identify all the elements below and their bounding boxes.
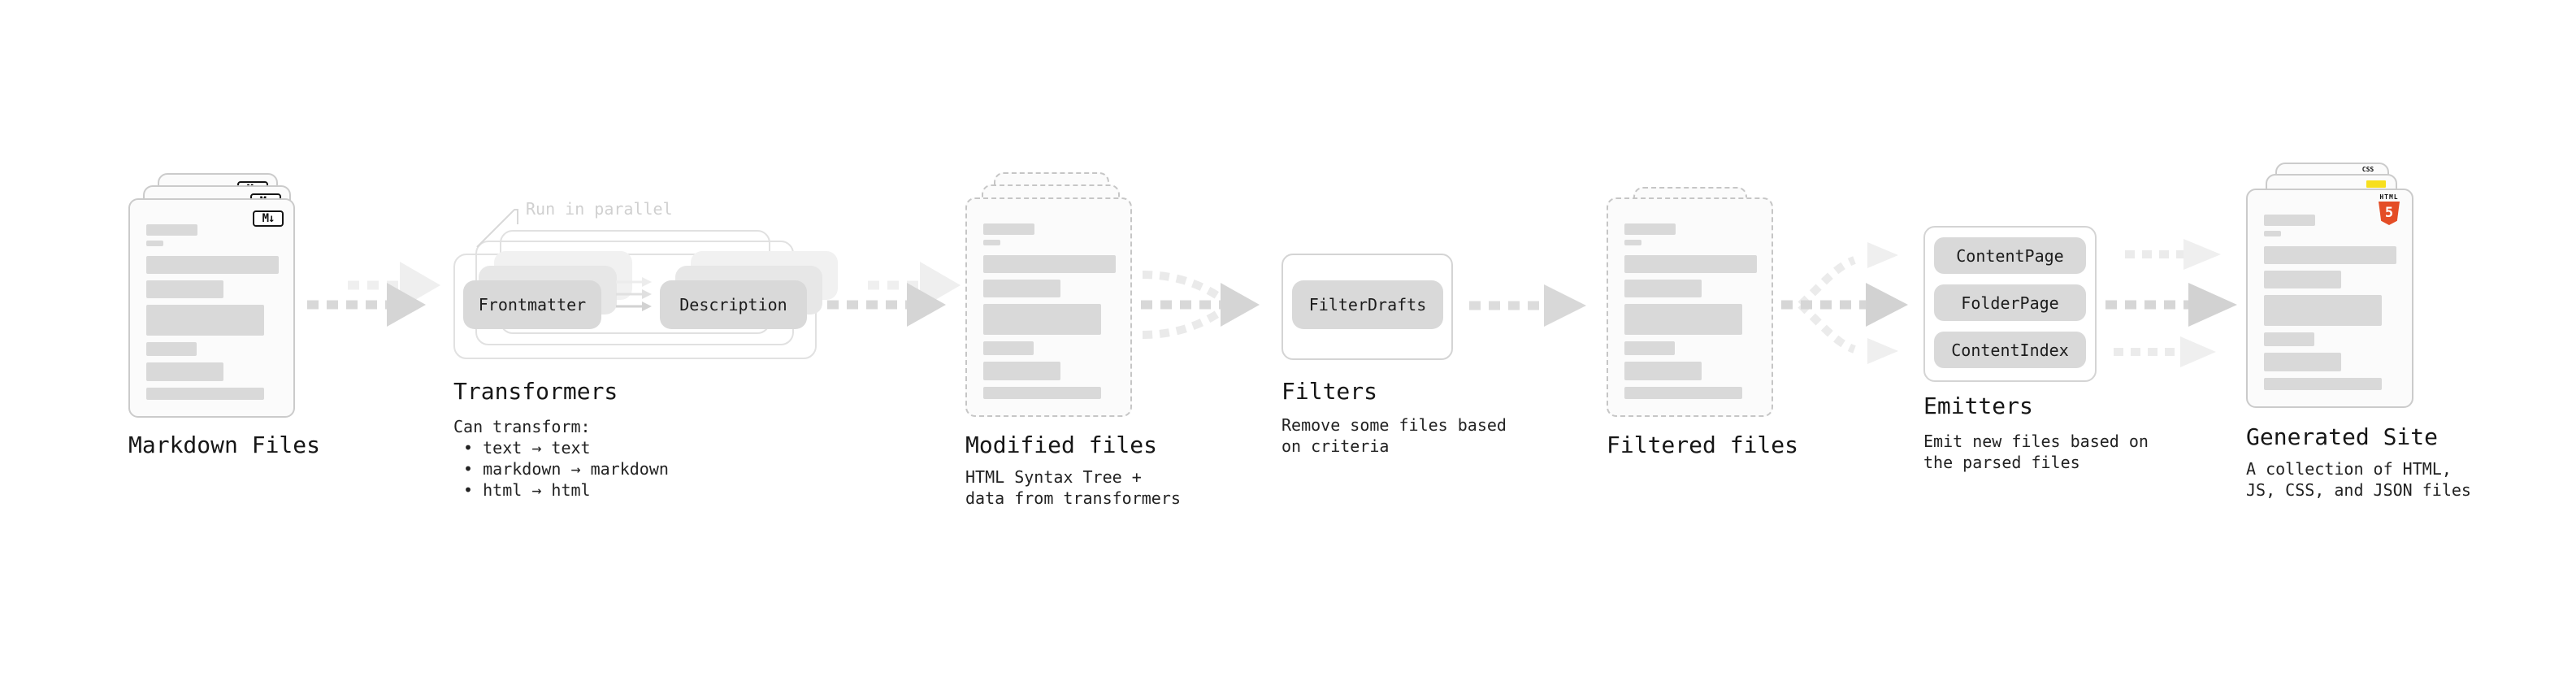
desc-line: • markdown → markdown (453, 459, 669, 479)
arrow-modified-to-filters (1141, 271, 1260, 339)
filtered-files-title: Filtered files (1607, 432, 1799, 458)
transformers-title: Transformers (453, 378, 618, 405)
placeholder-bar (983, 240, 1000, 245)
filtered-file-front (1607, 197, 1773, 417)
desc-line: data from transformers (965, 488, 1181, 508)
html5-icon: HTML 5 (2377, 193, 2401, 225)
arrow-transformers-to-modified (827, 262, 961, 327)
description-pill-label: Description (679, 295, 787, 314)
desc-line: HTML Syntax Tree + (965, 467, 1142, 487)
placeholder-bar (146, 280, 223, 298)
desc-line: • text → text (453, 438, 591, 458)
frontmatter-pill-label: Frontmatter (478, 295, 587, 314)
placeholder-bar (2264, 231, 2281, 236)
contentindex-pill-label: ContentIndex (1951, 340, 2069, 360)
document-content-placeholder (1624, 223, 1757, 399)
placeholder-bar (983, 280, 1060, 297)
document-content-placeholder (983, 223, 1116, 399)
markdown-icon-label: M↓ (262, 212, 275, 225)
generated-site-description: A collection of HTML,JS, CSS, and JSON f… (2246, 458, 2471, 501)
emitters-title: Emitters (1923, 393, 2033, 419)
html5-icon-number: 5 (2384, 205, 2394, 221)
css-icon-label: CSS (2361, 166, 2374, 173)
placeholder-bar (2264, 295, 2382, 326)
placeholder-bar (1624, 387, 1742, 399)
placeholder-bar (2264, 332, 2314, 346)
modified-file-front (965, 197, 1132, 417)
arrow-filtered-to-emitters (1781, 242, 1908, 364)
placeholder-bar (983, 304, 1101, 335)
contentpage-pill-label: ContentPage (1956, 245, 2064, 266)
placeholder-bar (1624, 362, 1702, 380)
folderpage-pill: FolderPage (1934, 284, 2086, 321)
annotation-leader-line (476, 209, 518, 248)
placeholder-bar (1624, 280, 1702, 297)
markdown-file-front: M↓ (128, 198, 295, 418)
placeholder-bar (2264, 271, 2341, 288)
placeholder-bar (983, 341, 1034, 355)
placeholder-bar (983, 223, 1034, 235)
desc-line: Remove some files based (1281, 415, 1507, 435)
document-content-placeholder (2264, 215, 2396, 390)
generated-file-front: HTML 5 (2246, 189, 2413, 408)
filterdrafts-pill-label: FilterDrafts (1308, 295, 1427, 314)
modified-files-title: Modified files (965, 432, 1158, 458)
placeholder-bar (2264, 215, 2315, 226)
emitters-description: Emit new files based on the parsed files (1923, 431, 2149, 473)
desc-line: • html → html (453, 480, 591, 500)
generated-site-title: Generated Site (2246, 423, 2439, 450)
placeholder-bar (146, 388, 264, 400)
markdown-files-title: Markdown Files (128, 432, 321, 458)
html5-icon-word: HTML (2379, 193, 2399, 201)
transformer-flow-arrows (616, 277, 652, 311)
placeholder-bar (1624, 240, 1641, 245)
run-in-parallel-annotation: Run in parallel (526, 199, 673, 219)
placeholder-bar (146, 224, 197, 236)
folderpage-pill-label: FolderPage (1961, 293, 2059, 313)
placeholder-bar (146, 241, 163, 246)
placeholder-bar (1624, 341, 1675, 355)
filterdrafts-pill: FilterDrafts (1292, 280, 1443, 329)
placeholder-bar (983, 387, 1101, 399)
contentpage-pill: ContentPage (1934, 237, 2086, 274)
markdown-icon: M↓ (253, 210, 284, 227)
modified-files-description: HTML Syntax Tree +data from transformers (965, 466, 1181, 509)
placeholder-bar (1624, 255, 1757, 273)
arrow-emitters-to-generated (2105, 239, 2237, 367)
filters-title: Filters (1281, 378, 1378, 405)
placeholder-bar (983, 255, 1116, 273)
contentindex-pill: ContentIndex (1934, 332, 2086, 368)
document-content-placeholder (146, 224, 279, 400)
desc-line: the parsed files (1923, 453, 2080, 472)
placeholder-bar (146, 256, 279, 274)
placeholder-bar (983, 362, 1060, 380)
desc-line: JS, CSS, and JSON files (2246, 480, 2471, 500)
arrow-filters-to-filtered (1469, 284, 1586, 327)
js-icon (2366, 180, 2386, 188)
placeholder-bar (2264, 246, 2396, 264)
placeholder-bar (146, 362, 223, 381)
transformers-description: Can transform: • text → text • markdown … (453, 416, 669, 501)
html5-icon-shield: 5 (2379, 202, 2400, 225)
description-pill: Description (660, 280, 807, 329)
placeholder-bar (2264, 353, 2341, 371)
placeholder-bar (146, 305, 264, 336)
placeholder-bar (1624, 223, 1676, 235)
placeholder-bar (146, 342, 197, 356)
arrow-markdown-to-transformers (307, 262, 440, 327)
desc-line: Emit new files based on (1923, 432, 2149, 451)
desc-line: A collection of HTML, (2246, 459, 2452, 479)
placeholder-bar (1624, 304, 1742, 335)
placeholder-bar (2264, 378, 2382, 390)
desc-line: on criteria (1281, 436, 1390, 456)
frontmatter-pill: Frontmatter (463, 280, 601, 329)
desc-line: Can transform: (453, 417, 591, 436)
